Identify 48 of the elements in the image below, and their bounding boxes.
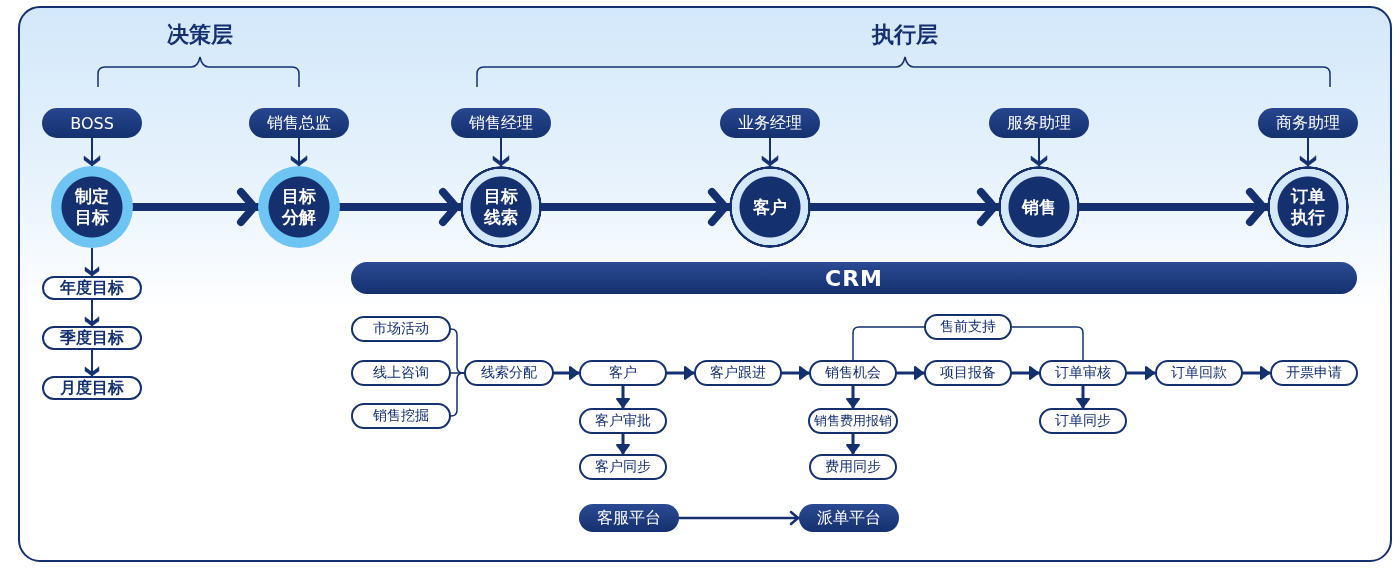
process-pill: 客户: [579, 360, 667, 386]
arrow: [1010, 366, 1041, 380]
goal-pill: 月度目标: [42, 376, 142, 400]
role-pill: 销售经理: [451, 108, 551, 138]
layer-heading: 决策层: [167, 21, 233, 49]
arrow: [616, 384, 630, 410]
role-pill: 销售总监: [249, 108, 349, 138]
arrow: [1241, 366, 1272, 380]
arrow: [895, 366, 926, 380]
arrow: [846, 384, 860, 410]
connector-line: [1011, 326, 1084, 361]
process-pill: 订单回款: [1155, 360, 1243, 386]
arrow: [616, 432, 630, 456]
role-pill: BOSS: [42, 108, 142, 138]
process-pill: 订单审核: [1039, 360, 1127, 386]
process-pill: 开票申请: [1270, 360, 1358, 386]
process-pill: 销售挖掘: [351, 403, 451, 429]
process-pill: 线上咨询: [351, 360, 451, 386]
process-pill: 销售机会: [809, 360, 897, 386]
goal-pill: 年度目标: [42, 276, 142, 300]
arrow: [1076, 384, 1090, 410]
connector-line: [450, 372, 465, 417]
process-pill: 客户同步: [579, 454, 667, 480]
arrow: [846, 432, 860, 456]
arrow: [1125, 366, 1157, 380]
goal-pill: 季度目标: [42, 326, 142, 350]
role-pill: 业务经理: [720, 108, 820, 138]
arrow: [677, 510, 801, 526]
process-pill: 项目报备: [924, 360, 1012, 386]
process-pill: 市场活动: [351, 316, 451, 342]
arrow: [780, 366, 811, 380]
layer-heading: 执行层: [872, 21, 938, 49]
platform-pill: 客服平台: [579, 504, 679, 532]
process-pill: 销售费用报销: [808, 408, 898, 434]
crm-bar: CRM: [351, 262, 1357, 294]
connector-line: [450, 372, 465, 374]
process-pill: 客户审批: [579, 408, 667, 434]
role-pill: 服务助理: [989, 108, 1089, 138]
process-pill: 费用同步: [809, 454, 897, 480]
arrow: [665, 366, 696, 380]
platform-pill: 派单平台: [799, 504, 899, 532]
process-pill: 线索分配: [464, 360, 554, 386]
process-pill: 售前支持: [924, 314, 1012, 340]
arrow: [552, 366, 581, 380]
process-pill: 客户跟进: [694, 360, 782, 386]
process-pill: 订单同步: [1039, 408, 1127, 434]
connector-line: [852, 326, 925, 361]
role-pill: 商务助理: [1258, 108, 1358, 138]
